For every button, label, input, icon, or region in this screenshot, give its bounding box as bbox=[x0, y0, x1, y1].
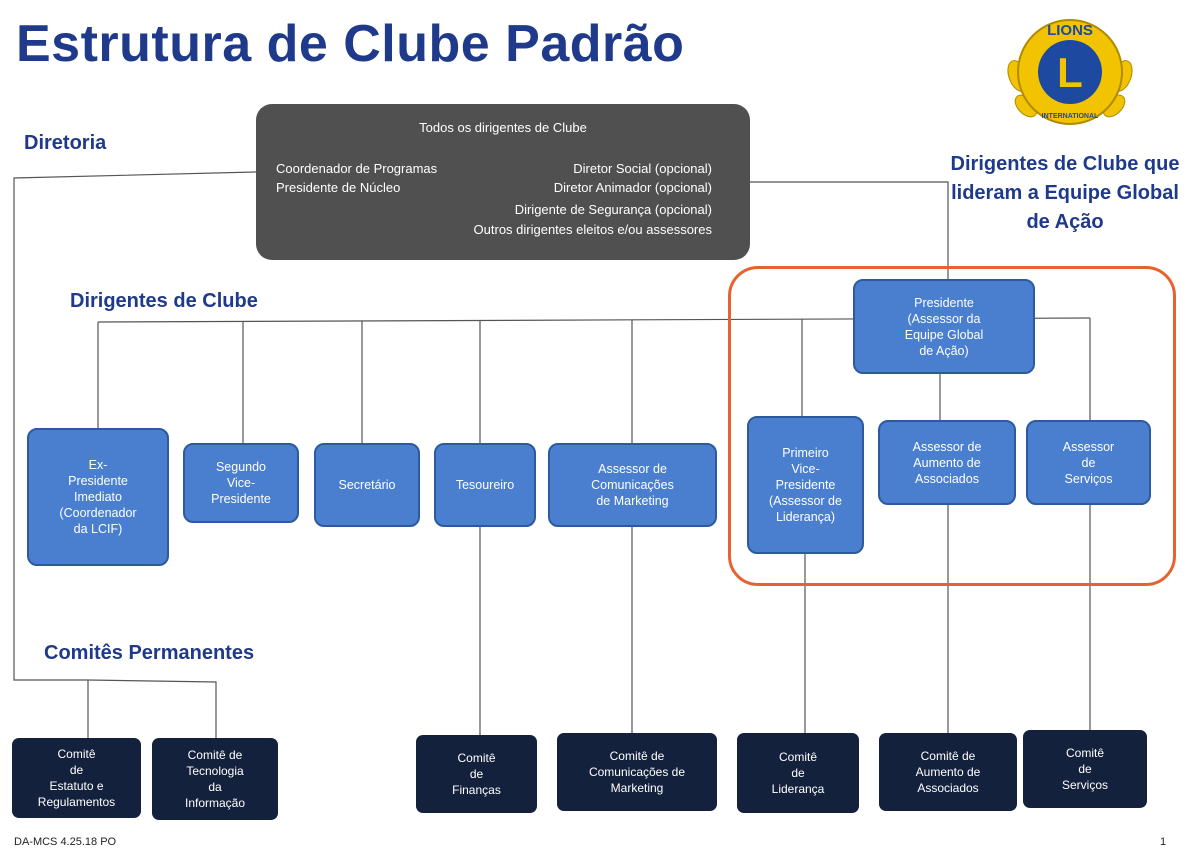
section-label-diretoria: Diretoria bbox=[24, 132, 107, 154]
page-title: Estrutura de Clube Padrão bbox=[16, 15, 685, 73]
all-officers-line: Coordenador de Programas bbox=[276, 161, 438, 176]
officer-box: Assessor de Comunicações de Marketing bbox=[548, 443, 717, 527]
all-officers-line: Diretor Animador (opcional) bbox=[553, 180, 712, 195]
lions-logo-bottom-text: INTERNATIONAL bbox=[1042, 113, 1099, 120]
section-label-comites: Comitês Permanentes bbox=[44, 642, 255, 664]
officer-box: Tesoureiro bbox=[434, 443, 536, 527]
officer-box: Assessor de Serviços bbox=[1026, 420, 1151, 505]
all-officers-line: Dirigente de Segurança (opcional) bbox=[514, 202, 712, 217]
page-number: 1 bbox=[1160, 836, 1167, 848]
all-officers-line: Diretor Social (opcional) bbox=[573, 161, 712, 176]
committee-box: Comitê de Tecnologia da Informação bbox=[152, 738, 278, 820]
lions-logo-letter: L bbox=[1057, 49, 1083, 96]
officer-box: Secretário bbox=[314, 443, 420, 527]
lions-logo: L LIONS INTERNATIONAL bbox=[1007, 19, 1133, 125]
committee-box: Comitê de Liderança bbox=[737, 733, 859, 813]
lions-logo-top-text: LIONS bbox=[1047, 22, 1093, 39]
officer-box: Segundo Vice- Presidente bbox=[183, 443, 299, 523]
all-officers-header: Todos os dirigentes de Clube bbox=[419, 120, 587, 135]
all-officers-line: Presidente de Núcleo bbox=[276, 180, 401, 195]
officer-box: Ex- Presidente Imediato (Coordenador da … bbox=[27, 428, 169, 566]
section-label-dirigentes: Dirigentes de Clube bbox=[70, 290, 258, 312]
committee-box: Comitê de Finanças bbox=[416, 735, 537, 813]
committee-box: Comitê de Comunicações de Marketing bbox=[557, 733, 717, 811]
side-caption: Dirigentes de Clube que lideram a Equipe… bbox=[950, 153, 1180, 233]
officer-box: Primeiro Vice- Presidente (Assessor de L… bbox=[747, 416, 864, 554]
president-box: Presidente (Assessor da Equipe Global de… bbox=[853, 279, 1035, 374]
officer-box: Assessor de Aumento de Associados bbox=[878, 420, 1016, 505]
committee-box: Comitê de Serviços bbox=[1023, 730, 1147, 808]
all-officers-line: Outros dirigentes eleitos e/ou assessore… bbox=[473, 222, 712, 237]
document-code: DA-MCS 4.25.18 PO bbox=[14, 836, 117, 848]
global-action-team-highlight bbox=[728, 266, 1176, 586]
committee-box: Comitê de Aumento de Associados bbox=[879, 733, 1017, 811]
committee-box: Comitê de Estatuto e Regulamentos bbox=[12, 738, 141, 818]
all-officers-box: Todos os dirigentes de Clube Coordenador… bbox=[256, 104, 750, 260]
